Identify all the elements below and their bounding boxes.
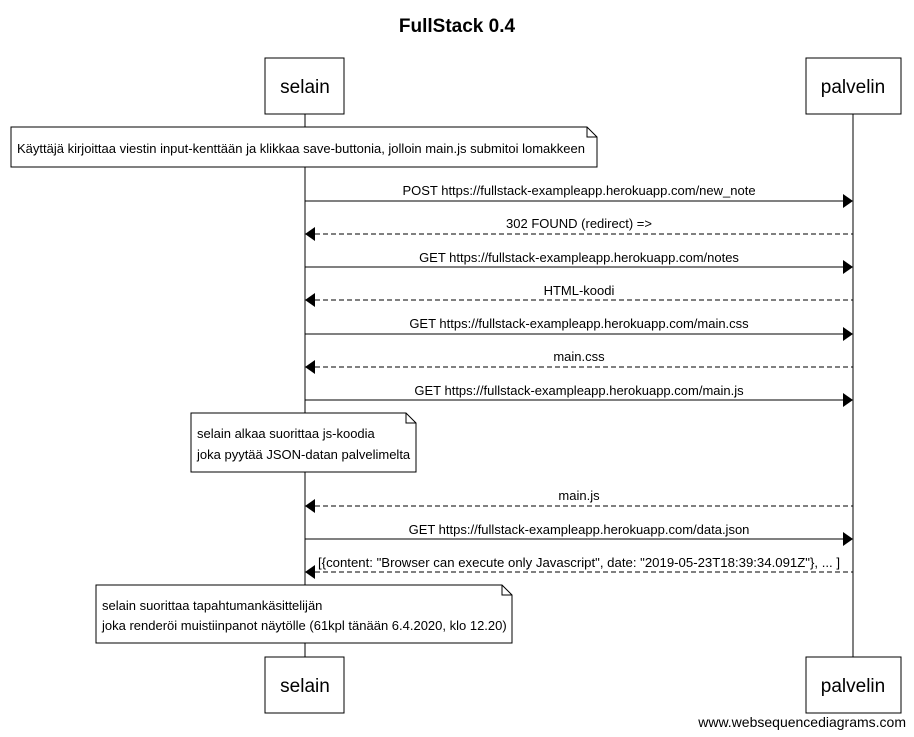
note-2: selain alkaa suorittaa js-koodia joka py… xyxy=(190,412,417,473)
note-1: Käyttäjä kirjoittaa viestin input-kenttä… xyxy=(10,126,598,168)
note-2-line-1: selain alkaa suorittaa js-koodia xyxy=(197,426,376,441)
message-main-css: main.css xyxy=(305,349,853,374)
message-main-js: main.js xyxy=(305,488,853,513)
message-label: main.css xyxy=(553,349,605,364)
message-label: 302 FOUND (redirect) => xyxy=(506,216,652,231)
message-get-notes: GET https://fullstack-exampleapp.herokua… xyxy=(305,250,853,274)
message-get-data-json: GET https://fullstack-exampleapp.herokua… xyxy=(305,522,853,546)
note-3-line-1: selain suorittaa tapahtumankäsittelijän xyxy=(102,598,322,613)
actor-server-top: palvelin xyxy=(805,57,902,115)
note-1-text: Käyttäjä kirjoittaa viestin input-kenttä… xyxy=(17,141,585,156)
message-json-response: [{content: "Browser can execute only Jav… xyxy=(305,555,853,579)
message-label: [{content: "Browser can execute only Jav… xyxy=(318,555,840,570)
actor-browser-label: selain xyxy=(280,676,330,697)
message-label: GET https://fullstack-exampleapp.herokua… xyxy=(409,522,750,537)
note-3: selain suorittaa tapahtumankäsittelijän … xyxy=(95,584,513,644)
message-label: GET https://fullstack-exampleapp.herokua… xyxy=(419,250,739,265)
message-get-main-js: GET https://fullstack-exampleapp.herokua… xyxy=(305,383,853,407)
actor-browser-top: selain xyxy=(264,57,345,115)
message-label: GET https://fullstack-exampleapp.herokua… xyxy=(409,316,749,331)
actor-server-label: palvelin xyxy=(821,676,885,697)
message-html-koodi: HTML-koodi xyxy=(305,283,853,307)
note-3-line-2: joka renderöi muistiinpanot näytölle (61… xyxy=(101,618,507,633)
message-label: main.js xyxy=(558,488,600,503)
actor-server-label: palvelin xyxy=(821,77,885,98)
footer-watermark[interactable]: www.websequencediagrams.com xyxy=(697,714,906,730)
actor-browser-label: selain xyxy=(280,77,330,98)
actor-server-bottom: palvelin xyxy=(805,656,902,714)
actor-browser-bottom: selain xyxy=(264,656,345,714)
message-label: GET https://fullstack-exampleapp.herokua… xyxy=(414,383,744,398)
diagram-title: FullStack 0.4 xyxy=(399,16,516,37)
message-label: POST https://fullstack-exampleapp.heroku… xyxy=(402,183,755,198)
message-302-found: 302 FOUND (redirect) => xyxy=(305,216,853,241)
message-label: HTML-koodi xyxy=(544,283,615,298)
message-post-new-note: POST https://fullstack-exampleapp.heroku… xyxy=(305,183,853,208)
message-get-main-css: GET https://fullstack-exampleapp.herokua… xyxy=(305,316,853,341)
note-2-line-2: joka pyytää JSON-datan palvelimelta xyxy=(196,447,411,462)
